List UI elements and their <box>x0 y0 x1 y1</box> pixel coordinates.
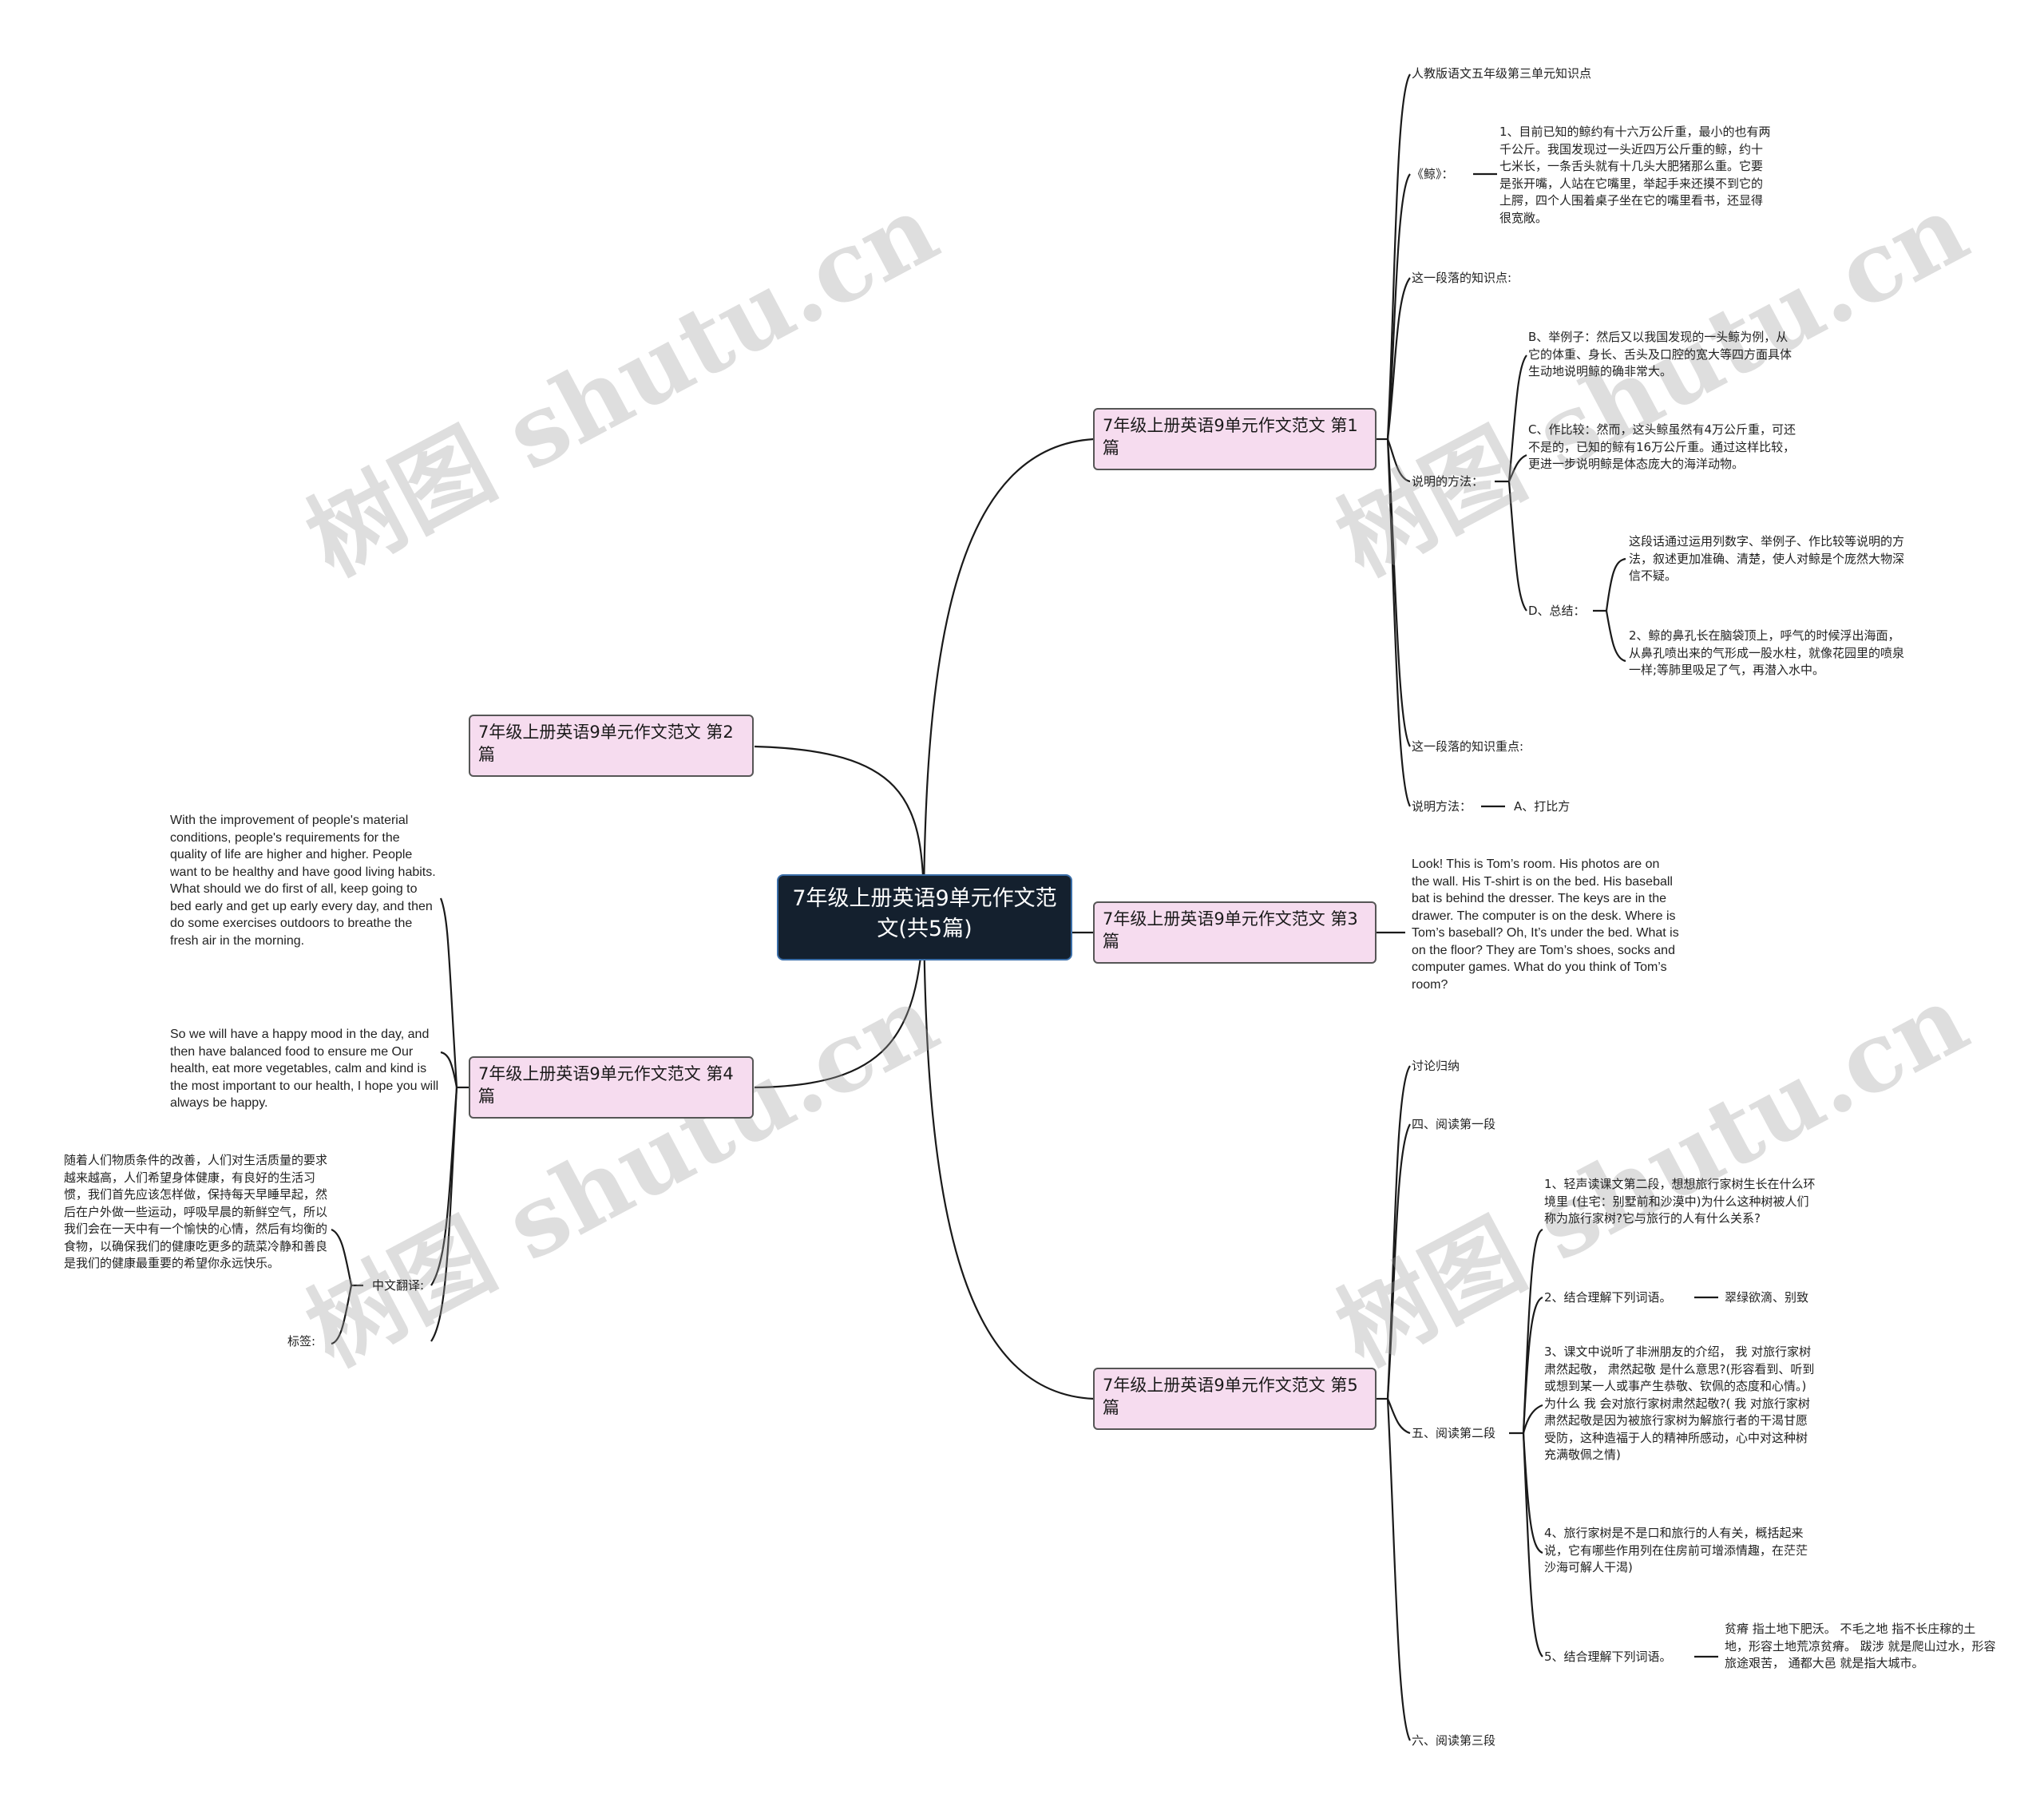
link-root-t5 <box>922 917 1095 1400</box>
t5-item-2: 2、结合理解下列词语。 <box>1544 1290 1672 1305</box>
t4-translation-label: 中文翻译: <box>372 1278 425 1293</box>
topic-3[interactable]: 7年级上册英语9单元作文范文 第3篇 <box>1093 901 1377 964</box>
t1-summary-b: 2、鲸的鼻孔长在脑袋顶上，呼气的时候浮出海面，从鼻孔喷出来的气形成一股水柱，就像… <box>1629 628 1905 677</box>
t1-key-points: 这一段落的知识重点: <box>1412 739 1524 754</box>
topic-5[interactable]: 7年级上册英语9单元作文范文 第5篇 <box>1093 1368 1377 1430</box>
t1-method-b: B、举例子：然后又以我国发现的一头鲸为例，从它的体重、身长、舌头及口腔的宽大等四… <box>1528 330 1792 378</box>
t1-knowledge-title: 人教版语文五年级第三单元知识点 <box>1412 66 1592 81</box>
t1-method-d: D、总结： <box>1528 604 1586 618</box>
t3-passage: Look! This is Tom’s room. His photos are… <box>1412 857 1683 992</box>
t5-discussion: 讨论归纳 <box>1412 1059 1460 1073</box>
t5-item-1: 1、轻声读课文第二段，想想旅行家树生长在什么环境里 (住宅：别墅前和沙漠中)为什… <box>1544 1177 1816 1226</box>
t4-essay-part-1: With the improvement of people's materia… <box>170 814 440 948</box>
t5-item-3: 3、课文中说听了非洲朋友的介绍， 我 对旅行家树肃然起敬， 肃然起敬 是什么意思… <box>1544 1345 1815 1462</box>
link-root-t2 <box>754 745 925 899</box>
topic-4[interactable]: 7年级上册英语9单元作文范文 第4篇 <box>469 1056 754 1119</box>
t5-read-paragraph-1: 四、阅读第一段 <box>1412 1117 1496 1131</box>
t5-item-4: 4、旅行家树是不是口和旅行的人有关，概括起来说，它有哪些作用列在住房前可增添情趣… <box>1544 1526 1808 1574</box>
t4-essay-part-2: So we will have a happy mood in the day,… <box>170 1028 442 1110</box>
t5-item-5: 5、结合理解下列词语。 <box>1544 1649 1672 1664</box>
t1-method-label: 说明的方法： <box>1412 474 1484 489</box>
t5-item-5-words: 贫瘠 指土地下肥沃。 不毛之地 指不长庄稼的土地，形容土地荒凉贫瘠。 跋涉 就是… <box>1725 1622 1996 1670</box>
t5-read-paragraph-2: 五、阅读第二段 <box>1412 1426 1496 1440</box>
root-topic[interactable]: 7年级上册英语9单元作文范文(共5篇) <box>777 874 1072 960</box>
topic-1[interactable]: 7年级上册英语9单元作文范文 第1篇 <box>1093 408 1377 470</box>
t1-paragraph-points: 这一段落的知识点: <box>1412 271 1512 285</box>
link-root-t4 <box>754 917 925 1089</box>
t4-tags-label: 标签: <box>287 1334 316 1348</box>
topic-2[interactable]: 7年级上册英语9单元作文范文 第2篇 <box>469 715 754 777</box>
t1-metaphor: A、打比方 <box>1514 799 1571 814</box>
t1-method-c: C、作比较：然而，这头鲸虽然有4万公斤重，可还不是的，已知的鲸有16万公斤重。通… <box>1528 422 1796 471</box>
t1-explain-method: 说明方法： <box>1412 799 1472 814</box>
link-root-t1 <box>922 438 1095 899</box>
t4-translation-text: 随着人们物质条件的改善，人们对生活质量的要求越来越高，人们希望身体健康，有良好的… <box>64 1153 328 1270</box>
t1-whale-label: 《鲸》： <box>1412 167 1454 181</box>
t5-item-2-words: 翠绿欲滴、别致 <box>1725 1290 1809 1305</box>
t1-whale-text: 1、目前已知的鲸约有十六万公斤重，最小的也有两千公斤。我国发现过一头近四万公斤重… <box>1499 125 1771 225</box>
t1-summary-a: 这段话通过运用列数字、举例子、作比较等说明的方法，叙述更加准确、清楚，使人对鲸是… <box>1629 534 1905 583</box>
t5-read-paragraph-3: 六、阅读第三段 <box>1412 1733 1496 1748</box>
